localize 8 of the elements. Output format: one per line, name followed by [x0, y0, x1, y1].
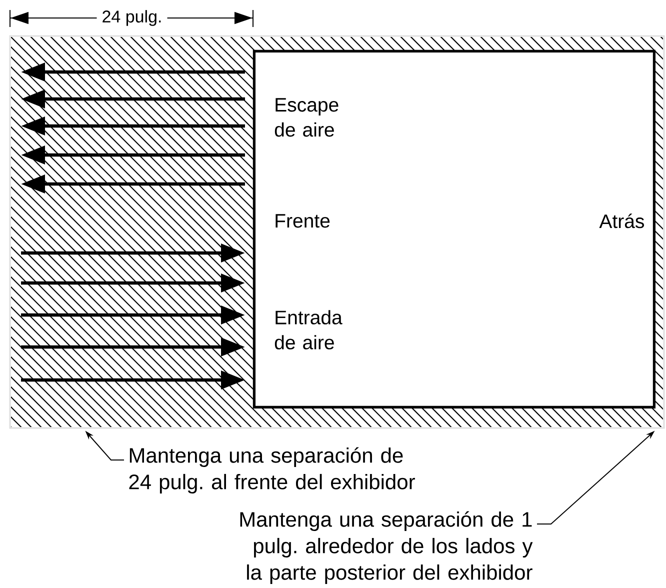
box-label: Escape de aire [274, 98, 338, 137]
dimension-label: 24 pulg. [96, 9, 168, 27]
display-box [252, 50, 656, 408]
note-text: Mantenga una separación de 1 pulg. alrededor de los lados y la parte posterior del exhibidor [240, 511, 533, 584]
box-label: Atrás [599, 214, 644, 228]
box-label: Entrada de aire [274, 310, 342, 350]
box-label: Frente [276, 214, 330, 228]
note-text: Mantenga una separación de 24 pulg. al frente del exhibidor [129, 447, 415, 494]
